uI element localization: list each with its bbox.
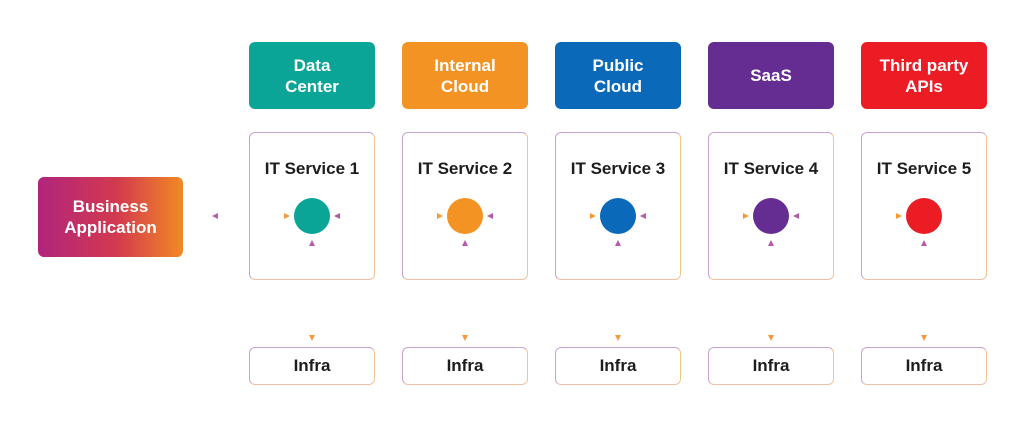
arrowhead-service-4-left — [743, 213, 749, 219]
it-service-label-1: IT Service 1 — [264, 159, 360, 178]
it-service-box-3 — [555, 132, 681, 280]
environment-box-1: Data Center — [249, 42, 375, 109]
it-service-label-5: IT Service 5 — [876, 159, 972, 178]
arrowhead-infra-2 — [462, 335, 468, 341]
arrowhead-service-3-right — [640, 213, 646, 219]
arrowhead-service-1-right — [334, 213, 340, 219]
arrowhead-infra-5 — [921, 335, 927, 341]
it-service-box-2 — [402, 132, 528, 280]
environment-box-2: Internal Cloud — [402, 42, 528, 109]
arrowhead-service-2-right — [487, 213, 493, 219]
arrowhead-service-2-left — [437, 213, 443, 219]
it-service-label-3: IT Service 3 — [570, 159, 666, 178]
infra-box-5: Infra — [861, 347, 987, 385]
arrowhead-service-node-4 — [768, 240, 774, 246]
arrowhead-service-3-left — [590, 213, 596, 219]
environment-box-3: Public Cloud — [555, 42, 681, 109]
it-service-box-1 — [249, 132, 375, 280]
arrowhead-service-node-1 — [309, 240, 315, 246]
arrowhead-service-node-5 — [921, 240, 927, 246]
infra-box-3: Infra — [555, 347, 681, 385]
infra-box-2: Infra — [402, 347, 528, 385]
it-service-label-2: IT Service 2 — [417, 159, 513, 178]
arrowhead-service-node-3 — [615, 240, 621, 246]
it-service-box-5 — [861, 132, 987, 280]
environment-box-5: Third party APIs — [861, 42, 987, 109]
arrowhead-service-1-left — [284, 213, 290, 219]
arrowhead-infra-4 — [768, 335, 774, 341]
service-node-3 — [600, 198, 636, 234]
service-node-4 — [753, 198, 789, 234]
arrowhead-service-4-right — [793, 213, 799, 219]
arrowhead-app — [212, 213, 218, 219]
service-node-5 — [906, 198, 942, 234]
arrowhead-infra-1 — [309, 335, 315, 341]
infra-box-1: Infra — [249, 347, 375, 385]
infra-box-4: Infra — [708, 347, 834, 385]
service-node-2 — [447, 198, 483, 234]
it-service-label-4: IT Service 4 — [723, 159, 819, 178]
service-node-1 — [294, 198, 330, 234]
it-service-box-4 — [708, 132, 834, 280]
arrowhead-infra-3 — [615, 335, 621, 341]
arrowhead-service-node-2 — [462, 240, 468, 246]
arrowhead-service-5-left — [896, 213, 902, 219]
environment-box-4: SaaS — [708, 42, 834, 109]
business-application-box: Business Application — [38, 177, 183, 257]
